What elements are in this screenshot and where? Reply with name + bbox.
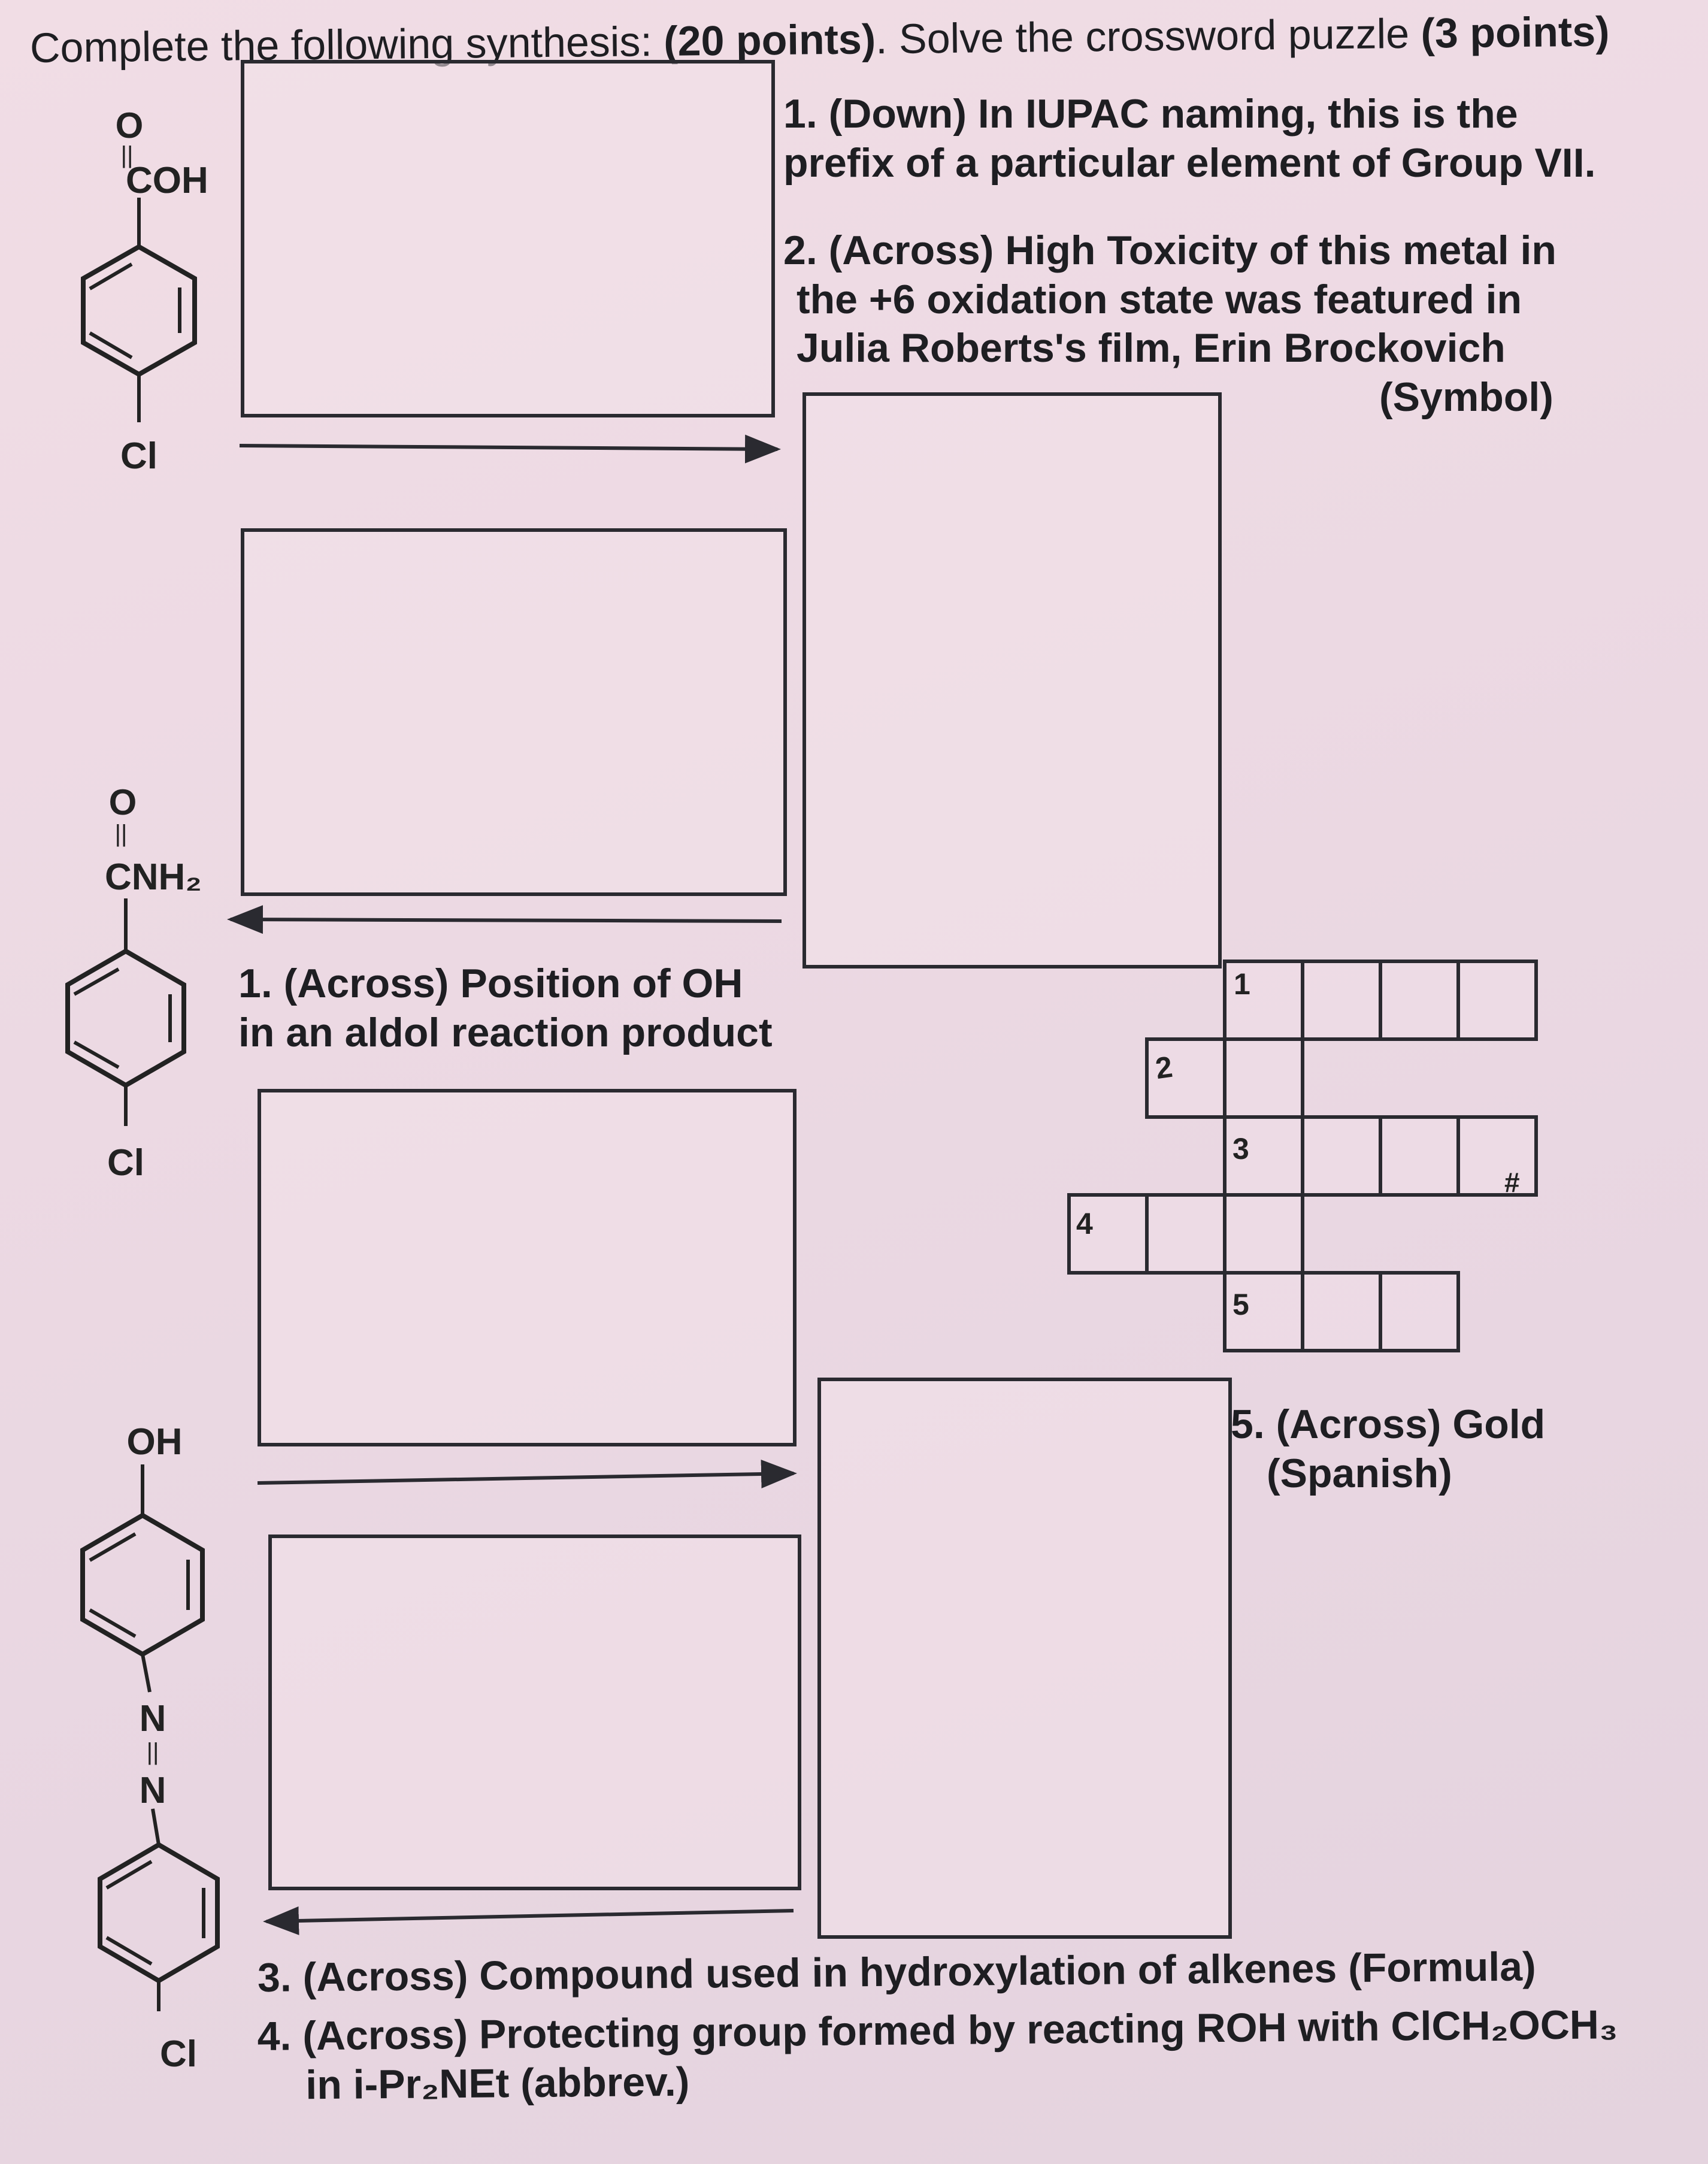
crossword-cell[interactable] — [1067, 1193, 1149, 1275]
crossword-cell[interactable] — [1145, 1193, 1227, 1275]
answer-box-1[interactable] — [241, 60, 775, 417]
clue-1-down-line-2: prefix of a particular element of Group … — [783, 140, 1596, 186]
clue-1-across-line-2: in an aldol reaction product — [238, 1009, 773, 1055]
clue-1-across-line-1: 1. (Across) Position of OH — [238, 961, 743, 1006]
crossword-cell[interactable] — [1223, 1037, 1304, 1119]
crossword-number-1: 1 — [1234, 967, 1250, 1001]
reaction-arrow-right-2 — [257, 1459, 797, 1488]
crossword-cell[interactable] — [1223, 1115, 1304, 1197]
clue-2-across-line-2: the +6 oxidation state was featured in — [797, 276, 1522, 322]
clue-5-across: 5. (Across) Gold (Spanish) — [1231, 1400, 1545, 1498]
clue-1-down: 1. (Down) In IUPAC naming, this is the p… — [783, 90, 1595, 187]
crossword-cell[interactable] — [1145, 1037, 1227, 1119]
clue-5-across-line-1: 5. (Across) Gold — [1231, 1402, 1546, 1447]
s3-chlorine: Cl — [160, 2033, 197, 2075]
s2-oxygen: O — [109, 782, 137, 822]
crossword-number-3: 3 — [1232, 1132, 1249, 1166]
crossword-cell[interactable] — [1456, 1115, 1538, 1197]
clue-2-across-line-4: (Symbol) — [1379, 374, 1553, 420]
answer-box-5[interactable] — [817, 1378, 1232, 1939]
crossword-cell[interactable] — [1379, 1115, 1460, 1197]
s2-double-bond: || — [115, 821, 128, 847]
crossword-cell[interactable] — [1223, 1271, 1304, 1352]
clue-1-across: 1. (Across) Position of OH in an aldol r… — [238, 960, 773, 1057]
s3-nitrogen-2: N — [140, 1770, 166, 1811]
crossword-cell[interactable] — [1301, 1271, 1382, 1352]
crossword-cell[interactable] — [1301, 960, 1382, 1041]
crossword-number-5: 5 — [1232, 1288, 1249, 1321]
clue-2-across: 2. (Across) High Toxicity of this metal … — [783, 226, 1556, 422]
s3-nitrogen-1: N — [140, 1698, 166, 1739]
s1-chlorine: Cl — [120, 435, 158, 477]
s1-cooh: COH — [126, 160, 208, 201]
clue-1-down-line-1: 1. (Down) In IUPAC naming, this is the — [783, 91, 1518, 137]
crossword-number-hash: # — [1504, 1167, 1520, 1198]
crossword-cell[interactable] — [1223, 960, 1304, 1041]
answer-box-3[interactable] — [241, 528, 787, 896]
s2-chlorine: Cl — [107, 1142, 144, 1184]
answer-box-4[interactable] — [258, 1089, 797, 1446]
s2-amide: CNH₂ — [105, 856, 202, 898]
crossword-number-4: 4 — [1076, 1207, 1093, 1240]
s3-azo-double-bond: || — [147, 1739, 159, 1765]
clue-5-across-line-2: (Spanish) — [1267, 1450, 1452, 1496]
structure-4-chlorobenzamide: O || CNH₂ Cl — [65, 782, 202, 1184]
structure-azo-phenol: OH N || N Cl — [80, 1421, 220, 2075]
reaction-arrow-right-1 — [239, 434, 781, 464]
reaction-arrow-left-2 — [263, 1906, 794, 1935]
crossword-cell[interactable] — [1379, 960, 1460, 1041]
s1-double-bond: || — [121, 142, 134, 168]
reaction-arrow-left-1 — [227, 905, 782, 934]
crossword-cell[interactable] — [1379, 1271, 1460, 1352]
crossword-grid — [1067, 960, 1538, 1352]
clue-2-across-line-1: 2. (Across) High Toxicity of this metal … — [783, 228, 1556, 273]
clue-2-across-line-3: Julia Roberts's film, Erin Brockovich — [797, 325, 1506, 371]
s3-hydroxyl: OH — [127, 1421, 183, 1463]
s1-oxygen: O — [116, 105, 144, 146]
crossword-cell[interactable] — [1456, 960, 1538, 1041]
structure-4-chlorobenzoic-acid: O || COH Cl — [81, 105, 208, 477]
crossword-cell[interactable] — [1223, 1193, 1304, 1275]
answer-box-6[interactable] — [268, 1535, 801, 1890]
crossword-cell[interactable] — [1301, 1115, 1382, 1197]
answer-box-2[interactable] — [802, 392, 1222, 968]
